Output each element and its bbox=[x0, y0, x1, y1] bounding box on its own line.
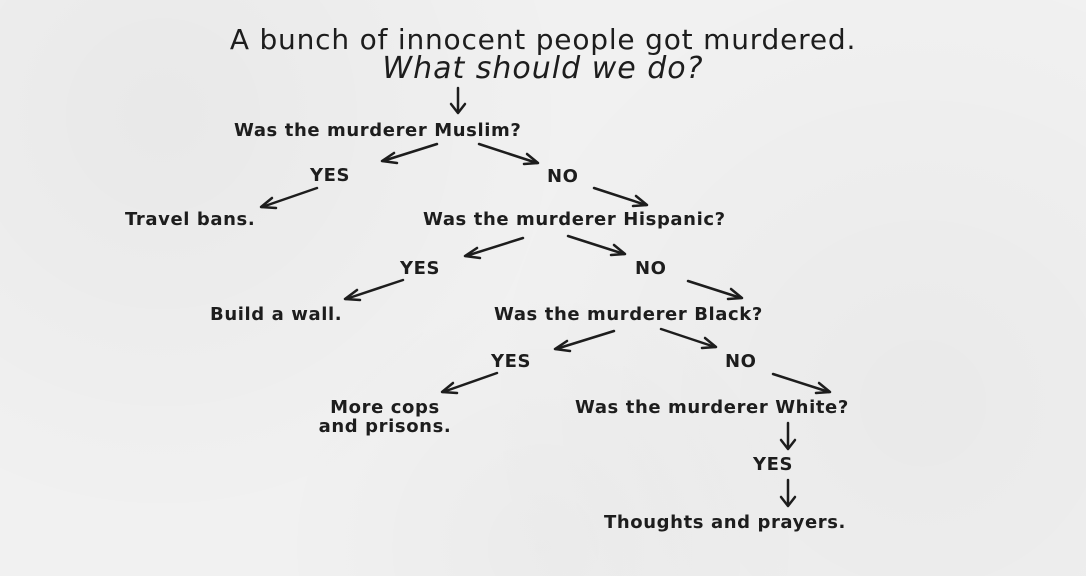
question-white: Was the murderer White? bbox=[575, 397, 849, 418]
arrow-q3-yes-lower bbox=[440, 371, 499, 395]
arrow-q1-yes-lower bbox=[259, 186, 319, 210]
arrow-q3-no-lower bbox=[771, 372, 832, 395]
label-no-muslim: NO bbox=[547, 166, 579, 187]
label-yes-hispanic: YES bbox=[400, 258, 441, 279]
question-hispanic: Was the murderer Hispanic? bbox=[423, 209, 726, 230]
question-black: Was the murderer Black? bbox=[494, 304, 763, 325]
outcome-cops-prisons: More cops and prisons. bbox=[318, 397, 452, 437]
arrow-q3-no-upper bbox=[659, 327, 718, 350]
arrow-q2-yes-lower bbox=[343, 278, 405, 302]
outcome-thoughts-prayers: Thoughts and prayers. bbox=[604, 512, 846, 533]
title-line-2: What should we do? bbox=[382, 51, 704, 86]
label-no-black: NO bbox=[725, 351, 757, 372]
arrow-q4-down-lower bbox=[779, 478, 797, 508]
label-yes-black: YES bbox=[491, 351, 532, 372]
question-muslim: Was the murderer Muslim? bbox=[234, 120, 522, 141]
arrow-q4-down-upper bbox=[779, 421, 797, 451]
title-line-1: A bunch of innocent people got murdered. bbox=[229, 23, 857, 56]
arrow-q2-yes-upper bbox=[463, 236, 525, 260]
outcome-travel-bans: Travel bans. bbox=[125, 209, 256, 230]
arrow-title-down bbox=[449, 86, 467, 115]
label-no-hispanic: NO bbox=[635, 258, 667, 279]
arrow-q2-no-lower bbox=[686, 279, 744, 301]
arrow-q3-yes-upper bbox=[553, 329, 616, 353]
arrow-q2-no-upper bbox=[566, 234, 627, 257]
label-yes-muslim: YES bbox=[310, 165, 351, 186]
arrow-q1-no-lower bbox=[592, 186, 649, 208]
label-yes-white: YES bbox=[753, 454, 794, 475]
arrow-q1-yes-upper bbox=[380, 142, 439, 165]
outcome-build-wall: Build a wall. bbox=[210, 304, 343, 325]
arrow-q1-no-upper bbox=[477, 142, 540, 166]
